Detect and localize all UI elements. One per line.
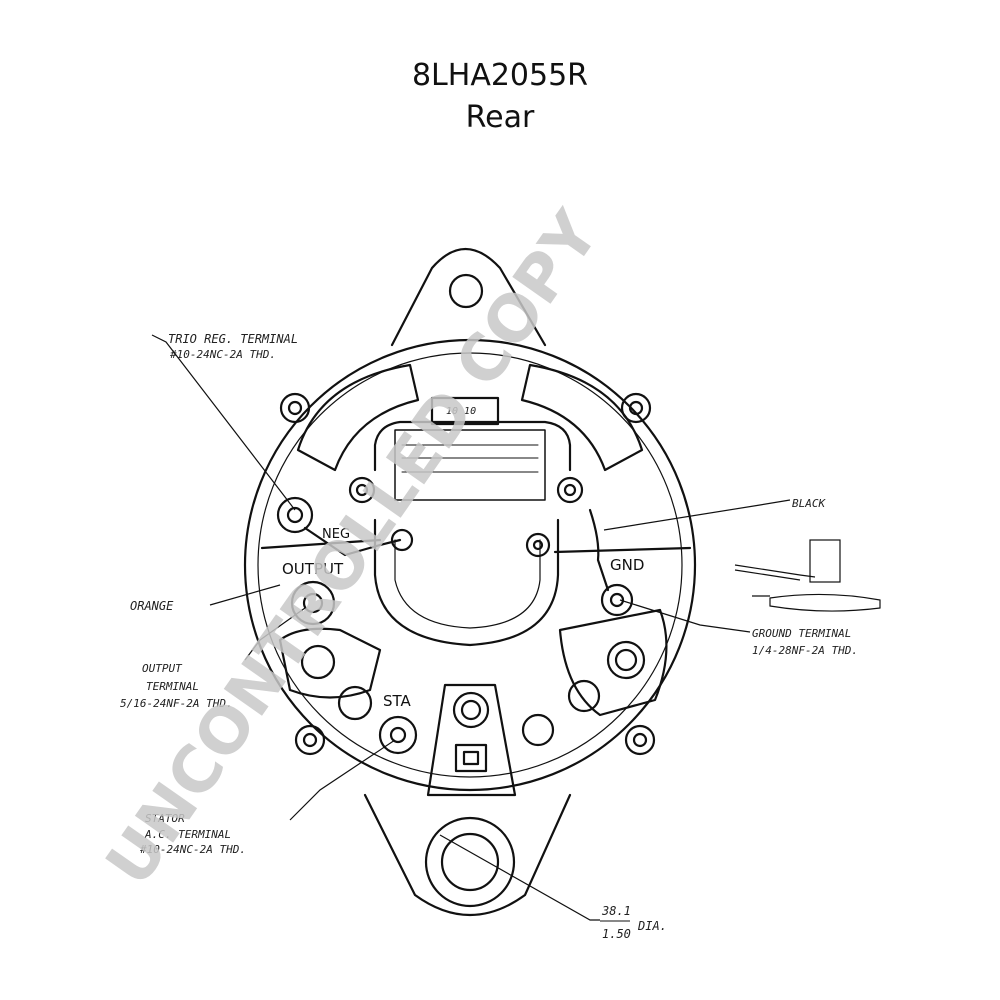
regulator-plate [394, 429, 546, 501]
ground-terminal-label-1: GROUND TERMINAL [752, 627, 851, 640]
leader-dia [439, 834, 600, 921]
top-mounting-ear [390, 247, 547, 347]
bottom-mounting-ear [363, 793, 572, 917]
vent-right [520, 363, 644, 472]
neg-label: NEG [322, 527, 350, 542]
right-heatsink [558, 608, 668, 717]
lug-bottom-left [294, 724, 326, 756]
output-label: OUTPUT [282, 560, 344, 578]
trio-reg-terminal-label: TRIO REG. TERMINAL [168, 332, 298, 346]
output-heatsink [278, 627, 382, 699]
output-terminal [290, 580, 336, 626]
lug-top-left-hole [287, 400, 303, 416]
vent-left [296, 363, 420, 472]
leader-sta [289, 739, 396, 821]
diagram-subtitle: Rear [465, 100, 535, 135]
sta-terminal-label-3: #10-24NC-2A THD. [139, 843, 246, 856]
leader-trio [151, 334, 296, 511]
lug-bottom-right-hole [632, 732, 648, 748]
ground-terminal-label-2: 1/4-28NF-2A THD. [752, 644, 858, 657]
output-terminal-label-3: 5/16-24NF-2A THD. [120, 697, 233, 710]
lug-bottom-right [624, 724, 656, 756]
sta-terminal-label-1: STATOR [145, 812, 185, 825]
center-cutout [373, 518, 560, 647]
dia-denominator: 1.50 [602, 927, 631, 941]
diode-hole-3 [521, 713, 555, 747]
dia-suffix: DIA. [637, 919, 667, 933]
reg-screw-lower [525, 532, 551, 558]
sta-label: STA [383, 692, 412, 710]
leader-output-terminal [244, 607, 306, 661]
leader-orange [209, 584, 281, 606]
regulator-outline [373, 420, 572, 472]
bottom-mount-boss [424, 816, 516, 908]
gnd-label: GND [610, 556, 644, 574]
ground-lead [588, 508, 610, 592]
diode-hole-2 [567, 679, 601, 713]
lug-bottom-left-hole [302, 732, 318, 748]
reg-screw-left [348, 476, 376, 504]
diode-hole-1 [337, 685, 373, 721]
lug-top-left [279, 392, 311, 424]
housing-outline [243, 338, 697, 792]
output-terminal-label-2: TERMINAL [146, 680, 199, 693]
orange-label: ORANGE [130, 599, 174, 613]
sta-terminal-label-2: A.C. TERMINAL [144, 828, 231, 841]
diagram-title: 8LHA2055R [411, 58, 589, 93]
housing-inner-rim [257, 352, 683, 778]
side-wire [734, 564, 816, 578]
side-stud [809, 539, 841, 583]
trio-reg-thread-label: #10-24NC-2A THD. [169, 348, 276, 361]
trio-terminal [276, 496, 314, 534]
black-label: BLACK [792, 497, 826, 510]
top-mount-hole [448, 273, 484, 309]
lug-top-right [620, 392, 652, 424]
trio-lead [303, 526, 402, 557]
bottom-mount-hole [440, 832, 500, 892]
heat-sink-divider [260, 538, 692, 554]
sta-terminal [378, 715, 418, 755]
regulator-marking: 10 10 [446, 406, 476, 417]
regulator-top-tab [430, 396, 500, 426]
reg-screw-right [556, 476, 584, 504]
leader-black [603, 499, 791, 531]
center-boss [426, 683, 517, 797]
output-terminal-label-1: OUTPUT [142, 662, 183, 675]
neg-terminal [390, 528, 414, 552]
ground-terminal [600, 583, 634, 617]
dia-numerator: 38.1 [601, 904, 631, 918]
lug-top-right-hole [628, 400, 644, 416]
leader-ground [619, 599, 751, 633]
